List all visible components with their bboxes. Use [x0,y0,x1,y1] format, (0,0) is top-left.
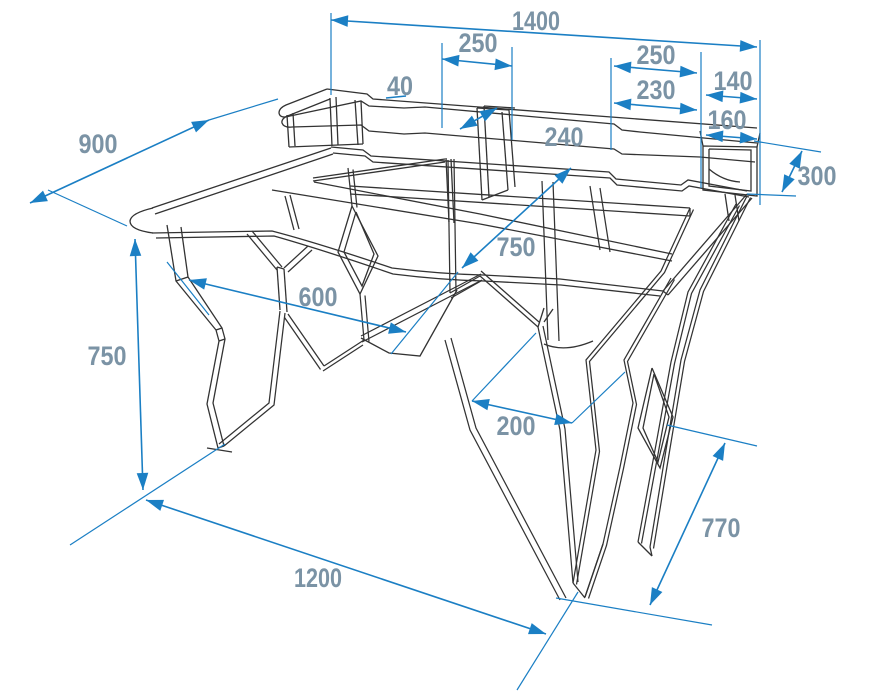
svg-text:200: 200 [497,411,536,441]
svg-text:160: 160 [708,105,747,135]
svg-text:600: 600 [299,282,338,312]
svg-text:1200: 1200 [294,563,342,593]
svg-text:900: 900 [79,129,118,159]
svg-text:1400: 1400 [512,6,560,36]
svg-text:750: 750 [88,341,127,371]
svg-text:750: 750 [497,232,536,262]
svg-text:240: 240 [545,122,584,152]
svg-text:230: 230 [637,75,676,105]
svg-text:140: 140 [714,66,753,96]
svg-text:770: 770 [702,513,741,543]
svg-text:300: 300 [798,161,837,191]
svg-text:250: 250 [637,40,676,70]
svg-text:250: 250 [459,28,498,58]
